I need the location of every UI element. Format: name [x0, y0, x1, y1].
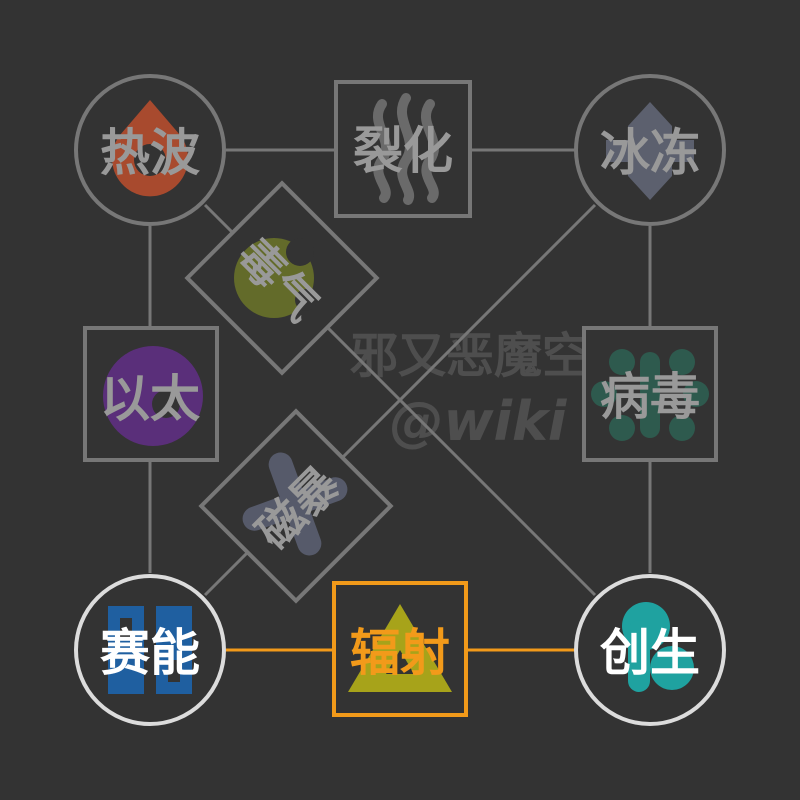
node-virus[interactable]: 病毒	[582, 326, 718, 462]
smoke-wisps-icon	[372, 93, 440, 205]
watermark-line-2: @wiki	[390, 390, 568, 453]
flame-drop-icon	[112, 100, 189, 197]
node-ether-label: 以太	[100, 370, 200, 428]
node-fission-label: 裂化	[353, 122, 453, 180]
hazard-triangle-icon	[348, 604, 452, 692]
toxic-bubbles-icon	[234, 238, 317, 318]
virus-dots-icon	[591, 349, 709, 441]
helix-leaf-icon	[622, 602, 694, 692]
node-radiation-label: 辐射	[350, 624, 450, 682]
node-fission[interactable]: 裂化	[334, 80, 472, 218]
node-cyber-label: 赛能	[100, 624, 200, 682]
ice-crystal-icon	[606, 102, 694, 200]
node-toxin[interactable]: 毒气	[184, 180, 380, 376]
ether-orb-icon	[103, 346, 203, 446]
circuit-blocks-icon	[108, 606, 192, 694]
node-ether[interactable]: 以太	[83, 326, 219, 462]
watermark-line-1: 邪又恶魔空	[350, 328, 590, 384]
node-heatwave[interactable]: 热波	[74, 74, 226, 226]
node-genesis-label: 创生	[600, 624, 700, 682]
node-cyber[interactable]: 赛能	[74, 574, 226, 726]
node-magstorm[interactable]: 磁暴	[198, 408, 394, 604]
connector-lines	[148, 148, 652, 652]
node-virus-label: 病毒	[600, 368, 700, 426]
node-radiation[interactable]: 辐射	[332, 581, 468, 717]
watermark: 邪又恶魔空 @wiki	[350, 328, 590, 453]
node-genesis[interactable]: 创生	[574, 574, 726, 726]
node-freeze-label: 冰冻	[600, 124, 700, 182]
node-freeze[interactable]: 冰冻	[574, 74, 726, 226]
magnet-cross-icon	[242, 452, 348, 556]
node-heatwave-label: 热波	[100, 124, 200, 182]
